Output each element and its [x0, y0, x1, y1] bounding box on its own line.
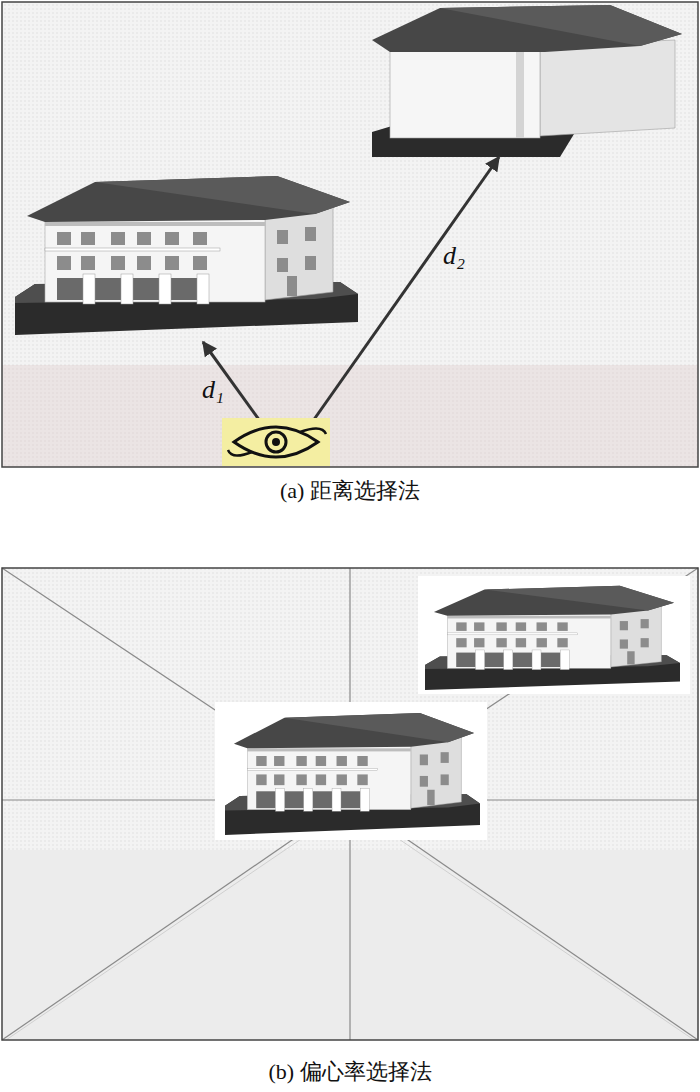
distance-label: d₂ — [443, 241, 465, 271]
eye-pupil — [272, 438, 280, 446]
eye-iris — [266, 432, 286, 452]
floor-band — [2, 365, 698, 467]
perspective-lines — [2, 568, 698, 1040]
front-wall — [390, 46, 540, 138]
eye-icon — [222, 418, 330, 466]
roof-side — [440, 5, 682, 46]
roof — [372, 5, 682, 52]
center-house — [225, 713, 480, 835]
subfigure-caption: (a) 距离选择法 — [280, 478, 420, 503]
simple-house — [372, 5, 682, 157]
eye-background — [222, 418, 330, 466]
sky-ground — [2, 2, 698, 365]
house-backdrop — [215, 702, 487, 840]
eye-swirl — [228, 428, 326, 455]
side-wall — [540, 40, 675, 136]
sight-arrow — [308, 157, 499, 428]
panel-frame — [2, 2, 698, 467]
corner-house — [425, 586, 680, 690]
detailed-house — [15, 176, 358, 335]
house-backdrop — [418, 576, 690, 694]
distance-label: d₁ — [202, 375, 224, 405]
subfigure-caption: (b) 偏心率选择法 — [268, 1059, 431, 1084]
wall-notch — [516, 52, 524, 138]
panel-frame — [2, 568, 698, 1040]
